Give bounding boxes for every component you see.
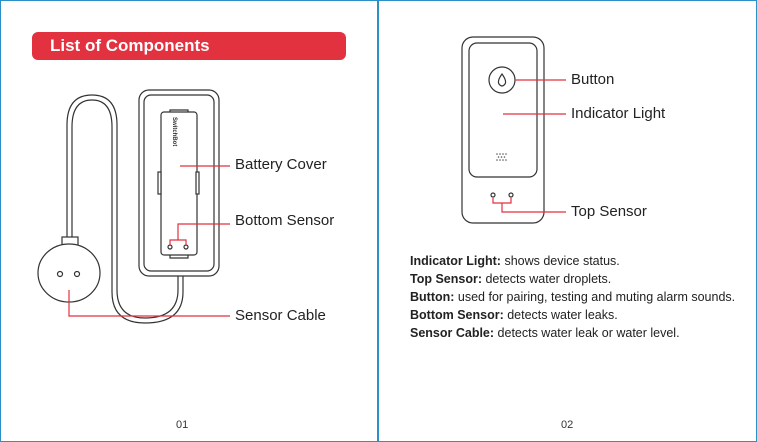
device-top-view — [461, 36, 545, 224]
bottom-sensor-label: Bottom Sensor — [235, 212, 335, 229]
page-divider — [377, 0, 379, 442]
indicator-light-label: Indicator Light — [571, 105, 666, 122]
sensor-cable-label: Sensor Cable — [235, 307, 326, 324]
description-item: Top Sensor: detects water droplets. — [410, 272, 612, 286]
page-number-1: 01 — [176, 419, 189, 431]
speaker-holes — [496, 153, 507, 161]
description-item: Indicator Light: shows device status. — [410, 254, 620, 268]
main-device-body — [138, 89, 220, 277]
page-number-2: 02 — [561, 419, 574, 431]
component-descriptions: Indicator Light: shows device status. To… — [410, 252, 740, 342]
description-item: Button: used for pairing, testing and mu… — [410, 290, 736, 304]
page1-leader-lines — [68, 165, 230, 317]
description-item: Bottom Sensor: detects water leaks. — [410, 308, 618, 322]
battery-cover-label: Battery Cover — [235, 156, 327, 173]
sensor-cable-drawing — [66, 94, 184, 324]
list-of-components-banner: List of Components — [32, 32, 346, 60]
device-brand-text: SwitchBot — [171, 117, 177, 146]
description-item: Sensor Cable: detects water leak or wate… — [410, 326, 680, 340]
page2-leader-lines — [492, 79, 566, 213]
top-sensor-label: Top Sensor — [571, 203, 647, 220]
button-label: Button — [571, 71, 615, 88]
